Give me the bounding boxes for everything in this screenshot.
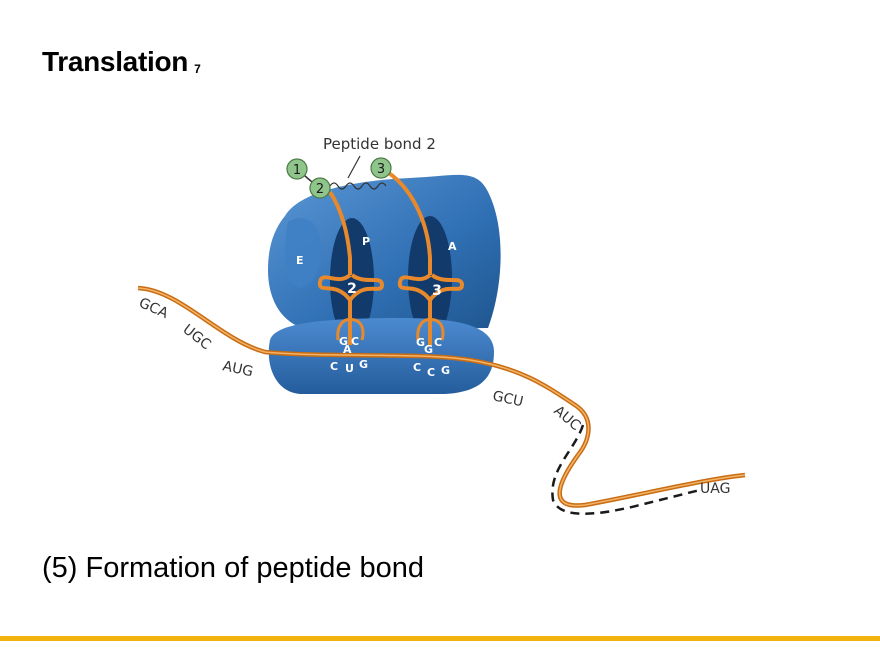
site-e-label: E [296,254,304,267]
a-site-channel [408,216,452,340]
e-site-pocket [285,218,321,288]
amino-acid-3: 3 [370,157,392,179]
p-site-channel [330,218,374,342]
trna-3-anticodon-3: C [434,336,442,349]
slide-number: 7 [194,62,201,76]
codon-p-2: U [345,362,354,375]
mrna-codon-ugc: UGC [180,322,214,354]
trna-3 [382,168,465,345]
amino-acid-3-label: 3 [377,162,385,177]
mrna-codon-gca: GCA [136,295,170,322]
trna-3-anticodon-1: G [416,336,425,349]
trna-3-number: 3 [432,283,442,299]
codon-a-3: G [441,364,450,377]
trna-2 [317,190,385,345]
trna-2-anticodon-3: C [351,335,359,348]
amino-acid-1-label: 1 [293,163,301,178]
mrna-codon-gcu: GCU [491,388,525,410]
bottom-accent-bar [0,636,880,641]
trna-3-anticodon-2: G [424,343,433,356]
codon-p-3: G [359,358,368,371]
trna-2-anticodon-1: G [339,335,348,348]
site-a-label: A [448,240,457,253]
trna-2-number: 2 [347,281,357,297]
peptide-bond-label: Peptide bond 2 [323,135,436,153]
mrna-tail-inner [558,454,746,507]
amino-acid-1: 1 [286,158,308,180]
amino-acid-2-label: 2 [316,182,324,197]
mrna-codon-uag: UAG [700,481,730,497]
peptide-bond-pointer [347,155,361,179]
amino-acid-2: 2 [309,177,331,199]
codon-a-2: C [427,366,435,379]
codon-p-1: C [330,360,338,373]
slide-title: Translation 7 [42,46,201,78]
mrna-strand-inner [137,287,590,456]
mrna-dashed-guide [551,424,701,515]
trna-2-anticodon-2: A [343,343,352,356]
codon-a-1: C [413,361,421,374]
slide-caption: (5) Formation of peptide bond [42,552,425,584]
mrna-codon-aug: AUG [221,358,254,380]
peptide-bond-wavy-line [329,182,387,190]
slide-title-text: Translation [42,46,189,77]
site-p-label: P [362,235,370,248]
